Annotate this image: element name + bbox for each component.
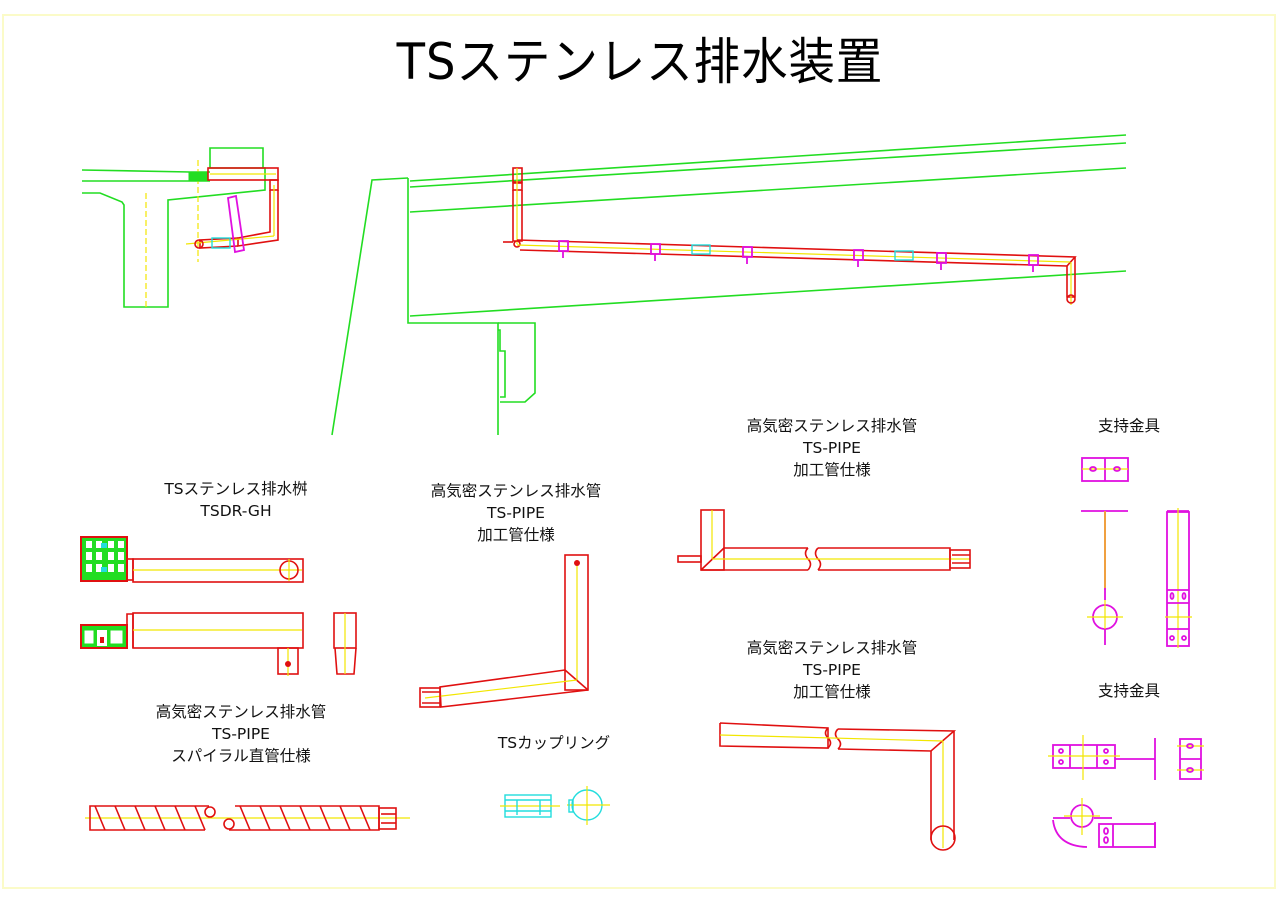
drawing-title: TSステンレス排水装置 [396,33,884,91]
bracket-bottom-label: 支持金具 [1098,680,1160,702]
drain-pipe-bend [237,190,279,247]
pipe-hangers [558,240,1039,272]
pipe-bent-center-label-name: 高気密ステンレス排水管 [430,482,602,500]
basin-label-model: TSDR-GH [200,502,272,520]
pipe-bent-bottom-right-label-name: 高気密ステンレス排水管 [746,639,918,657]
pipe-bent-top-right-label-spec: 加工管仕様 [793,461,871,479]
coupling-inline [691,244,711,255]
pipe-end [194,239,204,249]
section-detail-left [81,147,279,308]
spiral-groove [259,805,271,831]
hanger [936,252,947,270]
bracket-bottom-label-name: 支持金具 [1097,682,1161,700]
drain-grate [188,171,208,182]
bracket-top-label-name: 支持金具 [1097,417,1161,435]
hanger [742,246,753,264]
spiral-groove [94,805,106,831]
coupling-label: TSカップリング [498,732,610,754]
coupling-label-name: TSカップリング [497,734,611,752]
pipe-bent-center-label-model: TS-PIPE [487,504,545,522]
basin-body [207,167,279,181]
spiral-groove [174,805,186,831]
spiral-groove [279,805,291,831]
pipe-bent-bottom-right-label: 高気密ステンレス排水管 TS-PIPE 加工管仕様 [747,637,918,703]
pipe-bent-bottom-right-drawing [719,722,957,851]
basin-label-name: TSステンレス排水桝 [164,480,308,498]
support-bracket-small [227,194,246,254]
drawing-frame [2,14,1276,889]
pipe-bent-bottom-right-label-model: TS-PIPE [803,661,861,679]
spiral-groove [359,805,371,831]
pipe-bent-bottom-right-label-spec: 加工管仕様 [793,683,871,701]
coupling-inline [894,250,914,261]
pipe-bent-center-label-spec: 加工管仕様 [477,526,555,544]
bracket-top-drawing [1081,457,1192,648]
pipe-spiral-label: 高気密ステンレス排水管 TS-PIPE スパイラル直管仕様 [156,701,327,767]
pipe-bent-top-right-label-model: TS-PIPE [803,439,861,457]
hanger [853,249,864,267]
spiral-groove [114,805,126,831]
bracket-top-label: 支持金具 [1098,415,1160,437]
pipe-bent-center-drawing [419,554,589,708]
pipe-bent-top-right-label-name: 高気密ステンレス排水管 [746,417,918,435]
spiral-groove [299,805,311,831]
pipe-spiral-label-spec: スパイラル直管仕様 [171,747,311,765]
pipe-spiral-label-name: 高気密ステンレス排水管 [155,703,327,721]
coupling-drawing [500,786,610,825]
hanger [558,240,569,258]
bracket-bottom-drawing [1048,735,1204,848]
pipe-spiral-label-model: TS-PIPE [212,725,270,743]
basin-side-view [80,612,357,676]
spiral-groove [319,805,331,831]
spiral-groove [134,805,146,831]
basin-label: TSステンレス排水桝 TSDR-GH [164,478,307,522]
hanger [650,243,661,261]
pipe-bent-center-label: 高気密ステンレス排水管 TS-PIPE 加工管仕様 [431,480,602,546]
spiral-groove [339,805,351,831]
beam-outline [81,147,266,308]
spiral-groove [194,805,206,831]
hanger [1028,254,1039,272]
pipe-bent-top-right-label: 高気密ステンレス排水管 TS-PIPE 加工管仕様 [747,415,918,481]
coupling-small [211,237,231,249]
basin-plan-view [80,536,304,583]
pipe-bent-top-right-drawing [677,509,971,571]
slab-section [331,134,1127,436]
spiral-groove [239,805,251,831]
pipe-spiral-drawing [85,805,410,831]
spiral-groove [154,805,166,831]
